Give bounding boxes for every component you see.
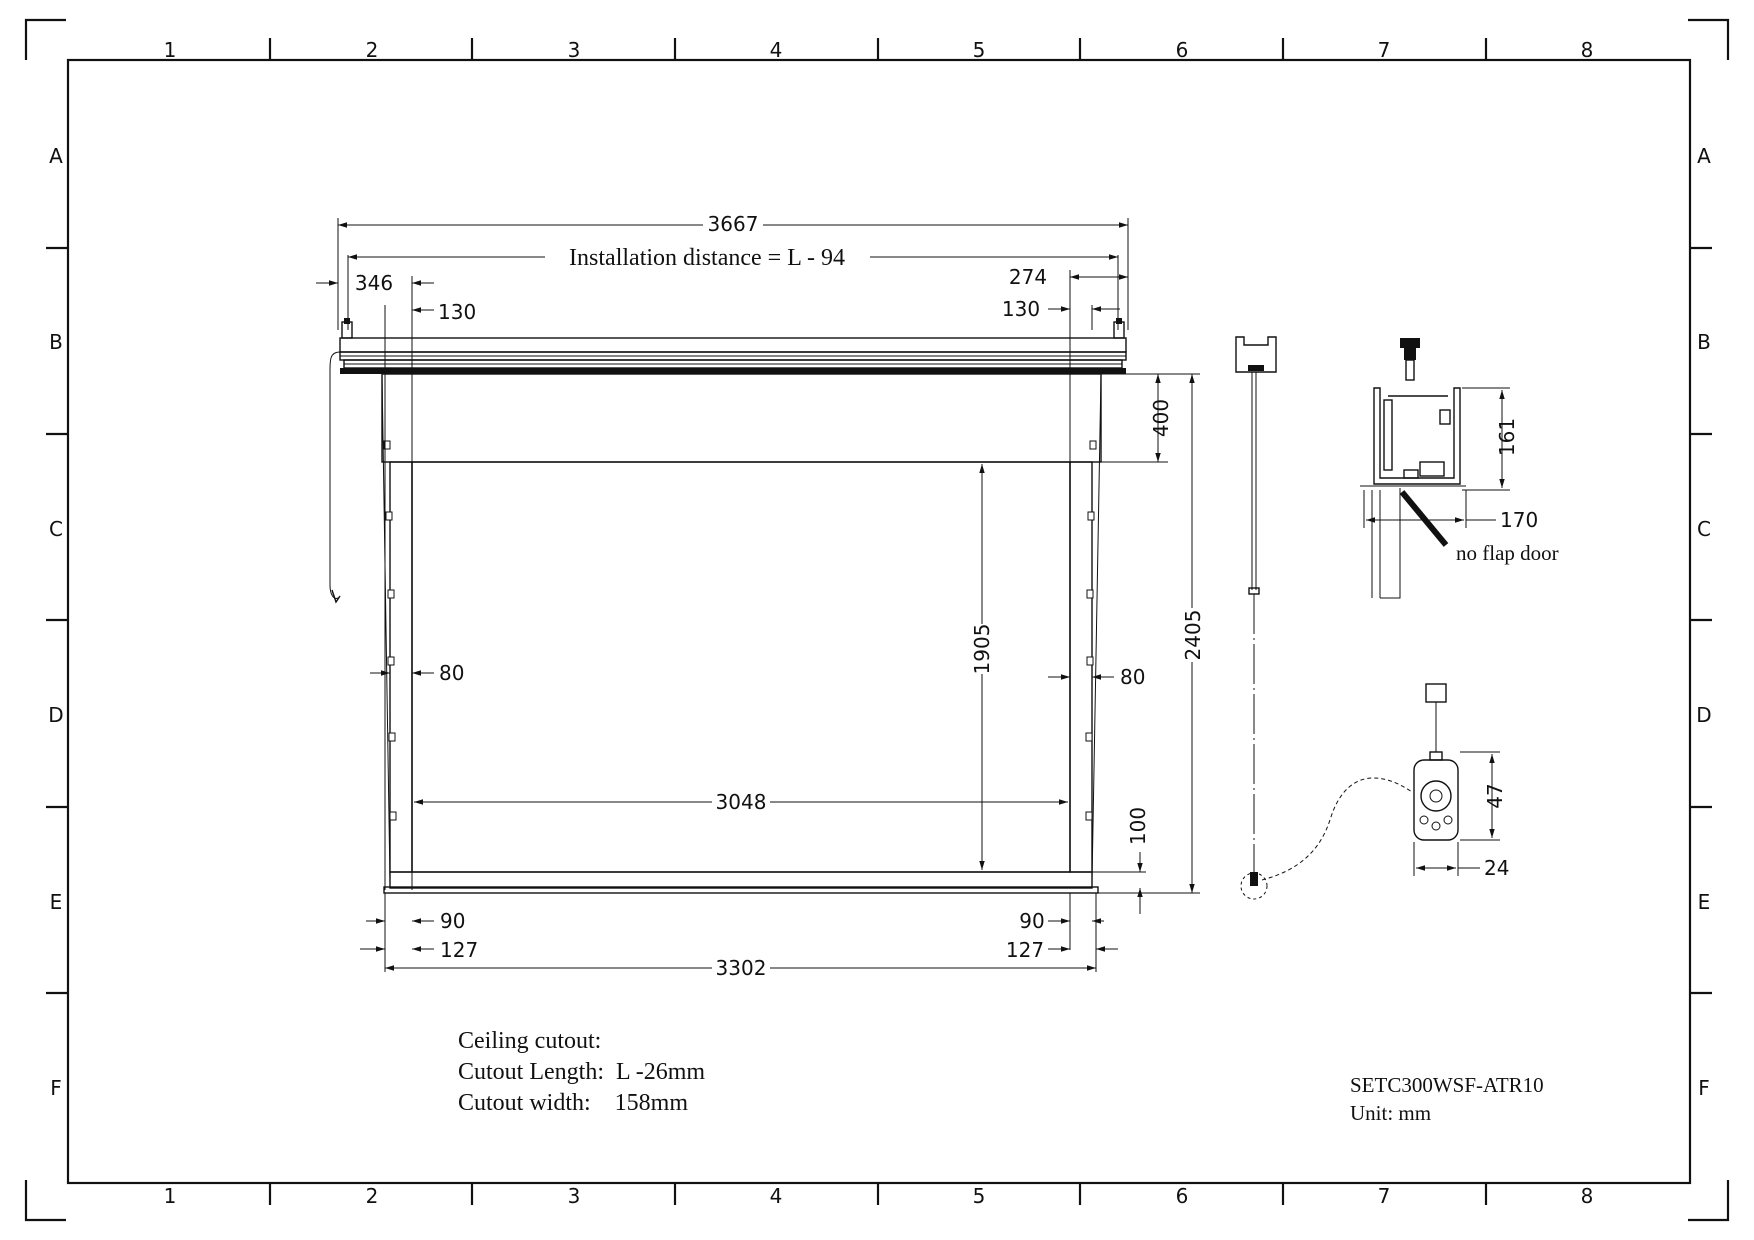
dim-47: 47 xyxy=(1483,783,1507,808)
row-label-right-C: C xyxy=(1697,517,1711,541)
dim-90-right: 90 xyxy=(1019,909,1044,933)
row-label-right-E: E xyxy=(1698,890,1711,914)
row-label-left-D: D xyxy=(48,703,63,727)
col-label-bottom-6: 6 xyxy=(1176,1184,1189,1208)
drawing-border xyxy=(66,58,1692,1185)
title-block: SETC300WSF-ATR10 Unit: mm xyxy=(1350,1073,1544,1125)
dim-170: 170 xyxy=(1500,508,1538,532)
dim-80-left: 80 xyxy=(439,661,464,685)
ceiling-cutout-notes: Ceiling cutout: Cutout Length: L -26mm C… xyxy=(458,1028,705,1116)
side-view-detail-circle xyxy=(1240,872,1268,900)
front-dimension-lines xyxy=(316,218,1200,972)
dim-100: 100 xyxy=(1126,807,1150,845)
col-label-bottom-7: 7 xyxy=(1378,1184,1391,1208)
col-label-top-7: 7 xyxy=(1378,38,1391,62)
col-label-top-2: 2 xyxy=(366,38,379,62)
model-number: SETC300WSF-ATR10 xyxy=(1350,1073,1544,1097)
corner-marks xyxy=(24,18,1730,1222)
row-label-left-C: C xyxy=(49,517,63,541)
column-labels: 1 2 3 4 5 6 7 8 1 2 3 4 5 6 7 8 xyxy=(164,38,1594,1208)
screen-right-border xyxy=(1069,461,1093,873)
row-ticks xyxy=(46,246,1712,995)
row-label-right-F: F xyxy=(1698,1076,1710,1100)
screen-bottom-border xyxy=(389,871,1093,889)
screen-housing xyxy=(329,318,1127,604)
col-label-top-8: 8 xyxy=(1581,38,1594,62)
dim-3048: 3048 xyxy=(716,790,767,814)
dim-161: 161 xyxy=(1495,418,1519,456)
dim-90-left: 90 xyxy=(440,909,465,933)
dim-130-right: 130 xyxy=(1002,297,1040,321)
row-label-left-A: A xyxy=(49,144,63,168)
side-view xyxy=(1235,336,1277,900)
row-label-right-B: B xyxy=(1697,330,1711,354)
dim-127-left: 127 xyxy=(440,938,478,962)
column-ticks xyxy=(268,38,1488,1205)
row-label-left-F: F xyxy=(50,1076,62,1100)
col-label-top-4: 4 xyxy=(770,38,783,62)
installation-distance-label: Installation distance = L - 94 xyxy=(569,245,845,271)
col-label-bottom-1: 1 xyxy=(164,1184,177,1208)
dim-2405: 2405 xyxy=(1181,610,1205,661)
ceiling-cutout-title: Ceiling cutout: xyxy=(458,1028,601,1054)
row-label-left-B: B xyxy=(49,330,63,354)
row-label-right-A: A xyxy=(1697,144,1711,168)
dim-1905: 1905 xyxy=(970,624,994,675)
wall-switch-detail: 47 24 xyxy=(1261,683,1509,881)
screen-top-border xyxy=(381,373,1102,463)
dim-127-right: 127 xyxy=(1006,938,1044,962)
dim-80-right: 80 xyxy=(1120,665,1145,689)
front-dimension-labels: 3667 Installation distance = L - 94 346 … xyxy=(355,210,1205,980)
col-label-top-3: 3 xyxy=(568,38,581,62)
dim-274: 274 xyxy=(1009,265,1047,289)
col-label-bottom-3: 3 xyxy=(568,1184,581,1208)
dim-3302: 3302 xyxy=(716,956,767,980)
dim-400: 400 xyxy=(1149,399,1173,437)
col-label-top-6: 6 xyxy=(1176,38,1189,62)
dim-130-left: 130 xyxy=(438,300,476,324)
housing-cross-section: 161 170 no flap door xyxy=(1360,338,1559,599)
cutout-length: Cutout Length: L -26mm xyxy=(458,1059,705,1085)
row-labels: A B C D E F A B C D E F xyxy=(48,144,1711,1100)
dim-24: 24 xyxy=(1484,856,1509,880)
col-label-top-1: 1 xyxy=(164,38,177,62)
col-label-bottom-4: 4 xyxy=(770,1184,783,1208)
unit-label: Unit: mm xyxy=(1350,1101,1431,1125)
row-label-right-D: D xyxy=(1696,703,1711,727)
col-label-bottom-5: 5 xyxy=(973,1184,986,1208)
dim-346: 346 xyxy=(355,271,393,295)
col-label-bottom-2: 2 xyxy=(366,1184,379,1208)
bottom-weight-bar xyxy=(383,886,1099,894)
screen-left-border xyxy=(389,461,413,873)
no-flap-door-label: no flap door xyxy=(1456,541,1559,565)
col-label-top-5: 5 xyxy=(973,38,986,62)
dim-3667: 3667 xyxy=(708,212,759,236)
row-label-left-E: E xyxy=(50,890,63,914)
cutout-width: Cutout width: 158mm xyxy=(458,1090,688,1116)
col-label-bottom-8: 8 xyxy=(1581,1184,1594,1208)
